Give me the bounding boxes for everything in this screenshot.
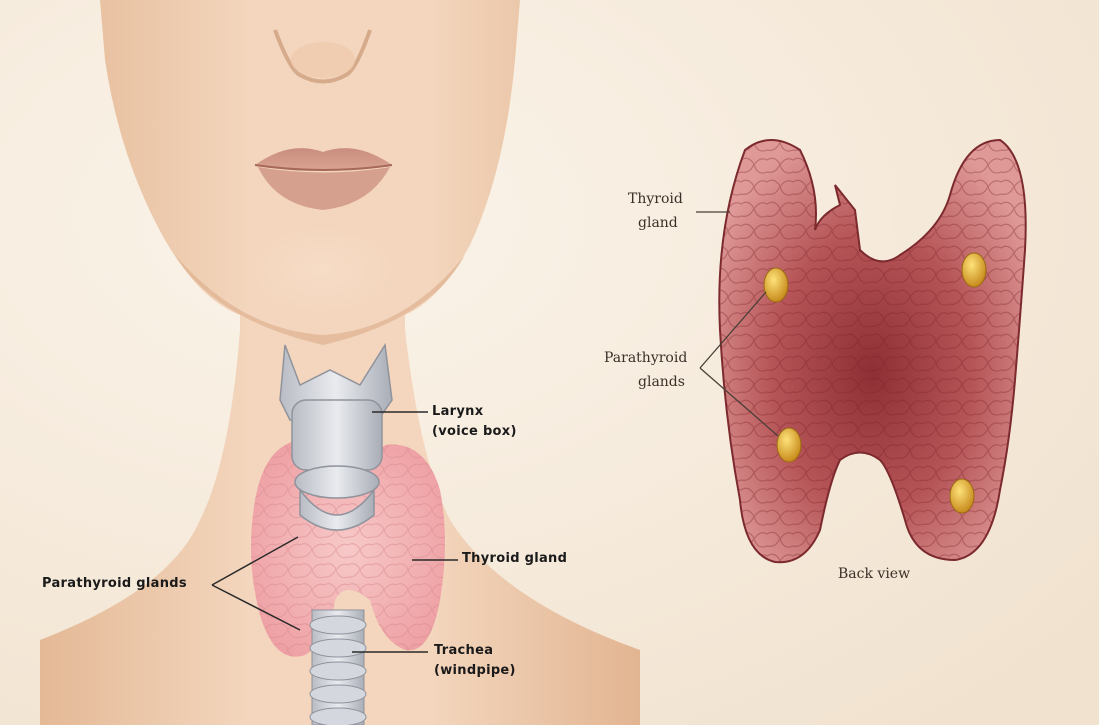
larynx-label-line2: (voice box) bbox=[432, 422, 517, 442]
back-parathyroid-label-line2: glands bbox=[604, 370, 687, 394]
trachea-ring bbox=[310, 708, 366, 725]
back-thyroid-label-line2: gland bbox=[628, 211, 683, 235]
larynx-label-line1: Larynx bbox=[432, 402, 517, 422]
back-parathyroid-glands-label: Parathyroid glands bbox=[604, 346, 687, 394]
trachea-label-line2: (windpipe) bbox=[434, 661, 516, 681]
trachea-label: Trachea (windpipe) bbox=[434, 641, 516, 681]
trachea-ring bbox=[310, 639, 366, 657]
trachea-rings bbox=[310, 610, 366, 725]
parathyroid-gland-upper-left bbox=[764, 268, 788, 302]
parathyroid-gland-lower-right bbox=[950, 479, 974, 513]
parathyroid-gland-lower-left bbox=[777, 428, 801, 462]
thyroid-cartilage bbox=[292, 400, 382, 470]
cricoid-ring bbox=[295, 466, 379, 498]
back-thyroid-gland-label: Thyroid gland bbox=[628, 187, 683, 235]
larynx-label: Larynx (voice box) bbox=[432, 402, 517, 442]
trachea-label-line1: Trachea bbox=[434, 641, 516, 661]
back-parathyroid-label-line1: Parathyroid bbox=[604, 346, 687, 370]
back-thyroid-label-line1: Thyroid bbox=[628, 187, 683, 211]
trachea-ring bbox=[310, 616, 366, 634]
nose-tip bbox=[291, 42, 355, 78]
chin-highlight bbox=[248, 225, 398, 315]
parathyroid-glands-label: Parathyroid glands bbox=[42, 576, 187, 591]
trachea-ring bbox=[310, 662, 366, 680]
parathyroid-gland-upper-right bbox=[962, 253, 986, 287]
trachea-ring bbox=[310, 685, 366, 703]
back-view-caption: Back view bbox=[838, 566, 910, 582]
thyroid-gland-label: Thyroid gland bbox=[462, 551, 567, 566]
